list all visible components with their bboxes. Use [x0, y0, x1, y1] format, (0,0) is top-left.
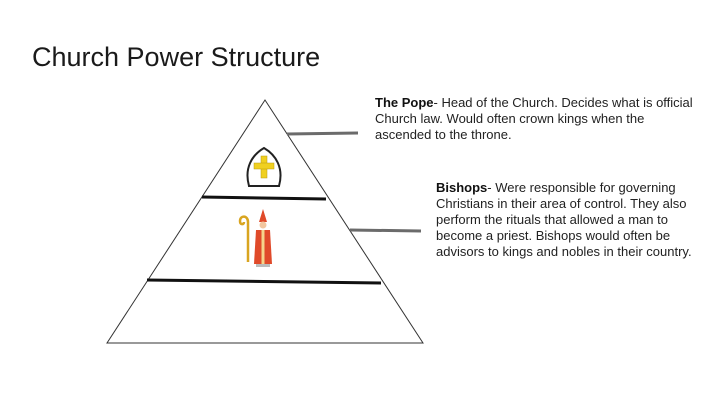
papal-mitre-icon: [246, 146, 282, 187]
tier-divider-bottom: [146, 278, 382, 285]
bishop-figure-icon: [238, 209, 272, 267]
tier-divider-top: [201, 195, 327, 201]
pyramid-outline: [106, 99, 424, 344]
bishop-description: Bishops- Were responsible for governing …: [436, 180, 708, 260]
slide-title: Church Power Structure: [32, 42, 321, 72]
pope-description: The Pope- Head of the Church. Decides wh…: [375, 95, 695, 143]
bishop-term: Bishops: [436, 180, 488, 195]
pope-term: The Pope: [375, 95, 434, 110]
pope-description-text: - Head of the Church. Decides what is of…: [375, 95, 693, 142]
pope-connector-line: [286, 131, 359, 136]
bishop-connector-line: [349, 228, 422, 233]
bishop-description-text: - Were responsible for governing Christi…: [436, 180, 692, 259]
